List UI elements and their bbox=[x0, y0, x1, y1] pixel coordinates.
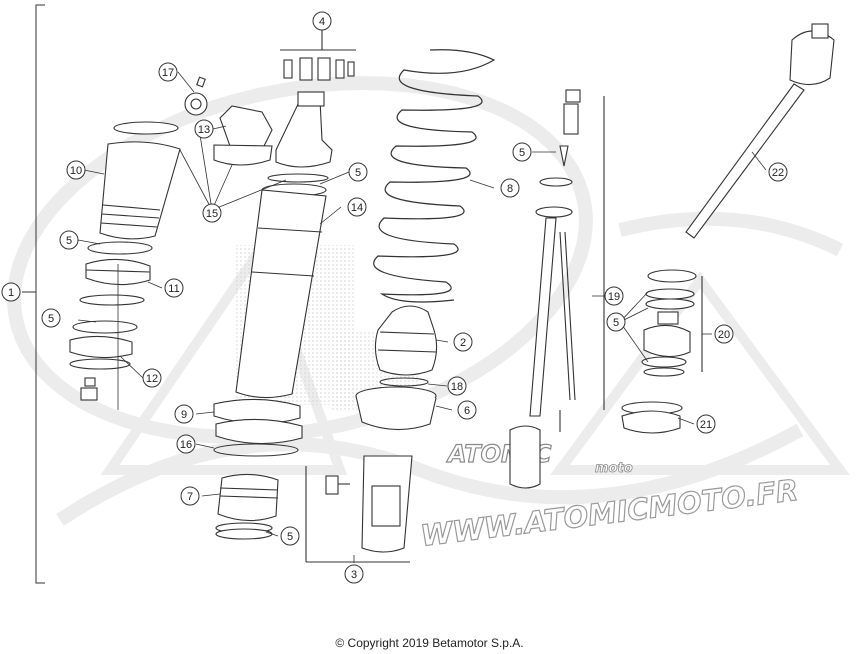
callout-5-valve: 5 bbox=[41, 308, 61, 328]
callout-8: 8 bbox=[500, 178, 520, 198]
callout-label: 20 bbox=[718, 329, 730, 341]
callout-label: 5 bbox=[48, 313, 54, 325]
part-12-valve-stack bbox=[69, 320, 138, 401]
callout-13: 13 bbox=[194, 119, 214, 139]
part-18-washer bbox=[379, 377, 429, 387]
part-8-spring bbox=[373, 49, 496, 303]
callout-label: 12 bbox=[146, 373, 158, 385]
part-11-reservoir-cap bbox=[79, 241, 153, 306]
leader-lines bbox=[77, 71, 767, 563]
callout-19: 19 bbox=[604, 286, 624, 306]
callout-label: 22 bbox=[772, 167, 784, 179]
callouts: 1 2 3 4 5 5 5 5 5 5 6 7 8 9 10 11 12 13 … bbox=[1, 11, 788, 584]
part-21-piston bbox=[621, 401, 683, 434]
watermark: ATOMIC moto WWW.ATOMICMOTO.FR bbox=[7, 76, 850, 554]
callout-5-bottom: 5 bbox=[280, 526, 300, 546]
callout-label: 13 bbox=[198, 124, 210, 136]
callout-label: 5 bbox=[66, 235, 72, 247]
callout-label: 8 bbox=[507, 183, 513, 195]
callout-label: 5 bbox=[287, 531, 293, 543]
callout-5-reservoir: 5 bbox=[59, 230, 79, 250]
callout-18: 18 bbox=[447, 376, 467, 396]
callout-label: 5 bbox=[613, 317, 619, 329]
callout-17: 17 bbox=[158, 62, 178, 82]
callout-20: 20 bbox=[714, 324, 734, 344]
part-20-piston-stack bbox=[641, 269, 703, 377]
callout-label: 4 bbox=[319, 16, 325, 28]
callout-label: 7 bbox=[187, 491, 193, 503]
part-14-damper-body bbox=[235, 183, 327, 399]
callout-10: 10 bbox=[66, 160, 86, 180]
part-17-adjuster-screw bbox=[184, 76, 208, 116]
callout-1: 1 bbox=[1, 282, 21, 302]
callout-2: 2 bbox=[453, 332, 473, 352]
callout-label: 15 bbox=[206, 208, 218, 220]
callout-label: 18 bbox=[451, 381, 463, 393]
callout-label: 3 bbox=[351, 569, 357, 581]
part-10-reservoir-body bbox=[99, 121, 181, 240]
callout-label: 10 bbox=[70, 165, 82, 177]
part-15-o-ring bbox=[267, 173, 329, 183]
callout-3: 3 bbox=[344, 564, 364, 584]
callout-label: 21 bbox=[700, 419, 712, 431]
part-13-piggyback-head bbox=[213, 91, 333, 168]
part-2-bump-stop bbox=[374, 305, 438, 376]
callout-label: 17 bbox=[162, 67, 174, 79]
callout-label: 14 bbox=[351, 202, 363, 214]
part-6-spring-seat bbox=[355, 386, 437, 431]
callout-label: 19 bbox=[608, 291, 620, 303]
callout-5-piston: 5 bbox=[606, 312, 626, 332]
callout-7: 7 bbox=[180, 486, 200, 506]
copyright-notice: © Copyright 2019 Betamotor S.p.A. bbox=[335, 636, 524, 650]
watermark-logo-sub: moto bbox=[595, 461, 633, 476]
part-7-bottom-cap bbox=[215, 473, 279, 540]
callout-16: 16 bbox=[176, 434, 196, 454]
callout-label: 1 bbox=[8, 287, 14, 299]
part-19-shaft-assembly bbox=[509, 89, 605, 489]
callout-label: 5 bbox=[355, 167, 361, 179]
callout-label: 5 bbox=[519, 147, 525, 159]
part-4-bushing-set bbox=[280, 30, 356, 81]
callout-15: 15 bbox=[202, 203, 222, 223]
callout-label: 16 bbox=[180, 439, 192, 451]
callout-5-body: 5 bbox=[348, 162, 368, 182]
callout-label: 9 bbox=[181, 409, 187, 421]
callout-12: 12 bbox=[142, 368, 162, 388]
part-3-eyelet bbox=[305, 455, 413, 563]
callout-11: 11 bbox=[164, 278, 184, 298]
callout-label: 11 bbox=[168, 283, 179, 295]
callout-6: 6 bbox=[457, 400, 477, 420]
part-9-spring-collar bbox=[213, 398, 303, 445]
part-16-ring bbox=[213, 443, 299, 457]
callout-14: 14 bbox=[347, 197, 367, 217]
part-22-damper-rod bbox=[685, 23, 835, 239]
assembly-bracket bbox=[22, 4, 45, 584]
callout-label: 2 bbox=[460, 337, 466, 349]
callout-9: 9 bbox=[174, 404, 194, 424]
callout-label: 6 bbox=[464, 405, 470, 417]
callout-5-shaft: 5 bbox=[512, 142, 532, 162]
callout-22: 22 bbox=[768, 162, 788, 182]
callout-21: 21 bbox=[696, 414, 716, 434]
callout-4: 4 bbox=[312, 11, 332, 31]
